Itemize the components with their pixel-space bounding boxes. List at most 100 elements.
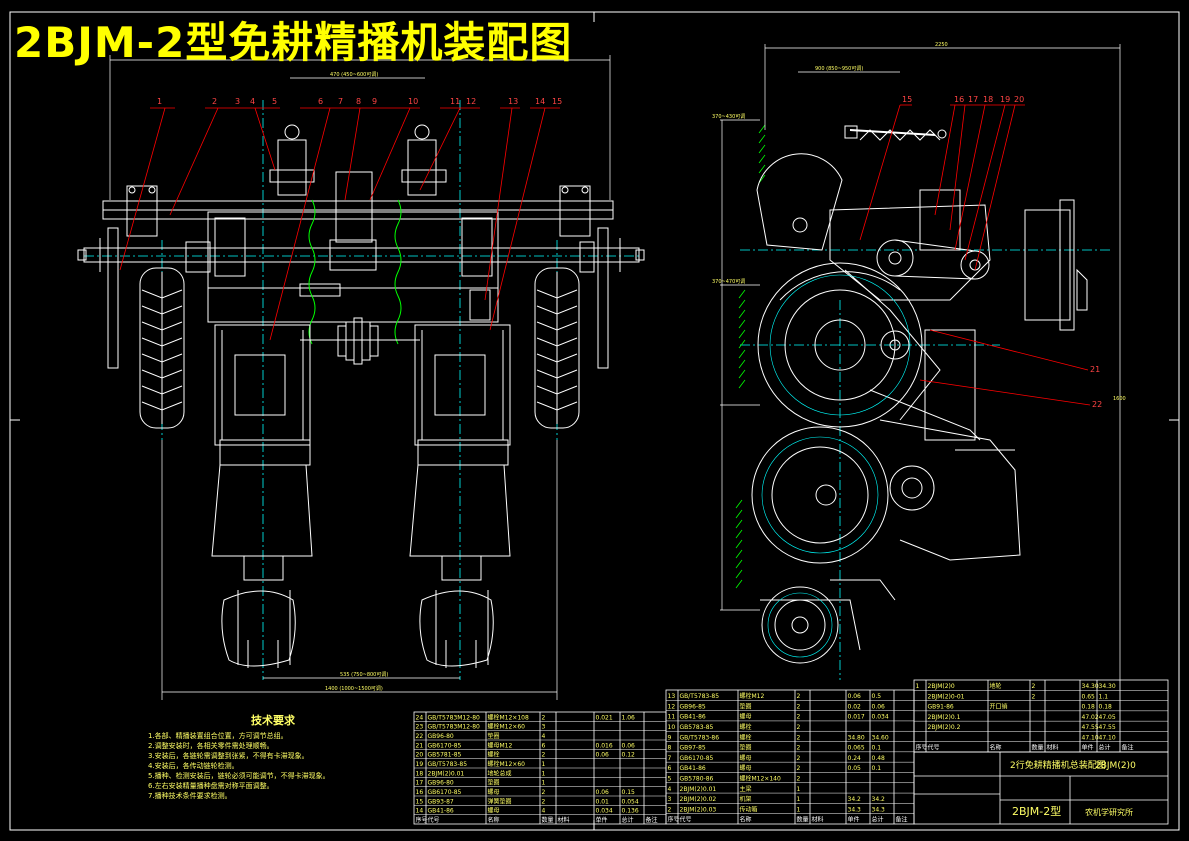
table-cell: 2BJM(2)0.03 bbox=[680, 806, 717, 813]
dimensions-side bbox=[720, 44, 1121, 680]
table-cell: 0.06 bbox=[872, 703, 886, 710]
drive-pulleys bbox=[185, 241, 595, 365]
table-cell: GB97-85 bbox=[680, 745, 706, 752]
table-cell: 螺栓M12×140 bbox=[740, 775, 781, 783]
table-cell: 2 bbox=[1032, 683, 1036, 690]
tech-heading: 技术要求 bbox=[251, 714, 295, 727]
table-cell: 0.1 bbox=[872, 765, 882, 772]
table-cell: 2 bbox=[542, 798, 546, 805]
table-header-cell: 数量 bbox=[1032, 744, 1044, 752]
table-cell: 传动箱 bbox=[740, 805, 758, 813]
table-cell: 34.80 bbox=[848, 734, 865, 741]
planter-unit-left bbox=[211, 324, 313, 668]
table-header-cell: 数量 bbox=[542, 816, 554, 824]
dimensions-front bbox=[109, 55, 611, 700]
table-cell: 10 bbox=[668, 724, 676, 731]
svg-text:16: 16 bbox=[954, 95, 964, 104]
table-cell: 0.05 bbox=[848, 765, 862, 772]
table-cell: 1 bbox=[797, 796, 801, 803]
table-cell: 1 bbox=[797, 786, 801, 793]
table-cell: GB/T5783-85 bbox=[428, 761, 468, 768]
table-header-cell: 单件 bbox=[1082, 744, 1094, 752]
table-cell: 19 bbox=[416, 761, 424, 768]
table-header-cell: 序号 bbox=[416, 816, 428, 824]
svg-text:20: 20 bbox=[1014, 95, 1024, 104]
table-cell: GB5781-85 bbox=[428, 752, 462, 759]
ground-wheel-left bbox=[139, 267, 185, 429]
table-cell: 0.065 bbox=[848, 745, 865, 752]
table-cell: 0.06 bbox=[596, 789, 610, 796]
table-cell: 螺栓M12×60 bbox=[488, 723, 526, 731]
table-cell: GB/T5783M12-80 bbox=[428, 724, 481, 731]
table-cell: 2 bbox=[542, 752, 546, 759]
table-header-cell: 代号 bbox=[428, 816, 440, 824]
table-header-cell: 名称 bbox=[740, 816, 752, 824]
table-cell: 2 bbox=[797, 734, 801, 741]
table-header-cell: 材料 bbox=[812, 816, 824, 824]
table-cell: 0.24 bbox=[848, 755, 862, 762]
table-cell: 24 bbox=[416, 714, 424, 721]
table-cell: GB6170-85 bbox=[428, 742, 462, 749]
table-cell: 21 bbox=[416, 742, 424, 749]
table-cell: 34.30 bbox=[1099, 683, 1116, 690]
table-header-cell: 单件 bbox=[596, 816, 608, 824]
tech-item: 6.左右安装精量播种盘需对称平面调整。 bbox=[148, 782, 274, 790]
svg-text:17: 17 bbox=[968, 95, 978, 104]
tech-item: 4.安装后，各传动链轮检测。 bbox=[148, 762, 239, 770]
table-cell: 0.017 bbox=[848, 714, 865, 721]
table-cell: 螺栓 bbox=[740, 733, 752, 741]
table-cell: 螺母 bbox=[740, 764, 752, 772]
side-structure bbox=[751, 125, 1088, 664]
tech-item: 5.播种、检测安装后，链轮必须可能调节，不得卡滞现象。 bbox=[148, 772, 330, 780]
table-cell: 1 bbox=[542, 780, 546, 787]
table-header-cell: 备注 bbox=[646, 816, 658, 824]
svg-text:21: 21 bbox=[1090, 365, 1100, 374]
table-cell: 0.01 bbox=[596, 798, 610, 805]
table-cell: 开口销 bbox=[990, 703, 1008, 711]
table-cell: 2BJM(2)0.02 bbox=[680, 796, 717, 803]
table-cell: 2 bbox=[797, 703, 801, 710]
table-cell: 22 bbox=[416, 733, 424, 740]
svg-text:7: 7 bbox=[338, 97, 343, 106]
page-title: 2BJM-2型免耕精播机装配图 bbox=[14, 18, 573, 67]
table-cell: 0.136 bbox=[622, 808, 639, 815]
leader-lines bbox=[119, 107, 560, 341]
table-cell: GB41-86 bbox=[428, 808, 454, 815]
table-cell: 2 bbox=[797, 765, 801, 772]
table-cell: 0.054 bbox=[622, 798, 639, 805]
table-cell: 0.18 bbox=[1099, 704, 1113, 711]
table-cell: 弹簧垫圈 bbox=[488, 797, 512, 805]
table-cell: 14 bbox=[416, 808, 424, 815]
table-cell: 5 bbox=[668, 776, 672, 783]
svg-text:535 (750~800可调): 535 (750~800可调) bbox=[340, 671, 388, 678]
table-cell: GB96-80 bbox=[428, 733, 454, 740]
planter-unit-right bbox=[409, 324, 511, 668]
table-header-cell: 序号 bbox=[916, 744, 928, 752]
table-cell: 螺母 bbox=[740, 713, 752, 721]
table-cell: 15 bbox=[416, 798, 424, 805]
table-cell: GB91-86 bbox=[928, 704, 954, 711]
table-cell: 4 bbox=[668, 786, 672, 793]
table-cell: 47.05 bbox=[1099, 714, 1116, 721]
table-cell: 7 bbox=[668, 755, 672, 762]
table-cell: 0.034 bbox=[872, 714, 889, 721]
table-cell: 1 bbox=[916, 683, 920, 690]
svg-text:1600: 1600 bbox=[1113, 396, 1126, 402]
table-cell: GB41-86 bbox=[680, 714, 706, 721]
svg-text:900 (850~950可调): 900 (850~950可调) bbox=[815, 65, 863, 72]
table-header-cell: 备注 bbox=[896, 816, 908, 824]
table-cell: 2BJM(2)0 bbox=[928, 683, 955, 690]
table-cell: 12 bbox=[668, 703, 676, 710]
table-cell: 3 bbox=[542, 724, 546, 731]
break-lines bbox=[308, 199, 402, 345]
parts-table-mid-grid bbox=[665, 689, 915, 825]
main-beam bbox=[102, 185, 614, 237]
table-cell: 34.3 bbox=[872, 806, 886, 813]
table-cell: 47.55 bbox=[1099, 724, 1116, 731]
table-cell: 17 bbox=[416, 780, 424, 787]
table-cell: 2 bbox=[542, 789, 546, 796]
